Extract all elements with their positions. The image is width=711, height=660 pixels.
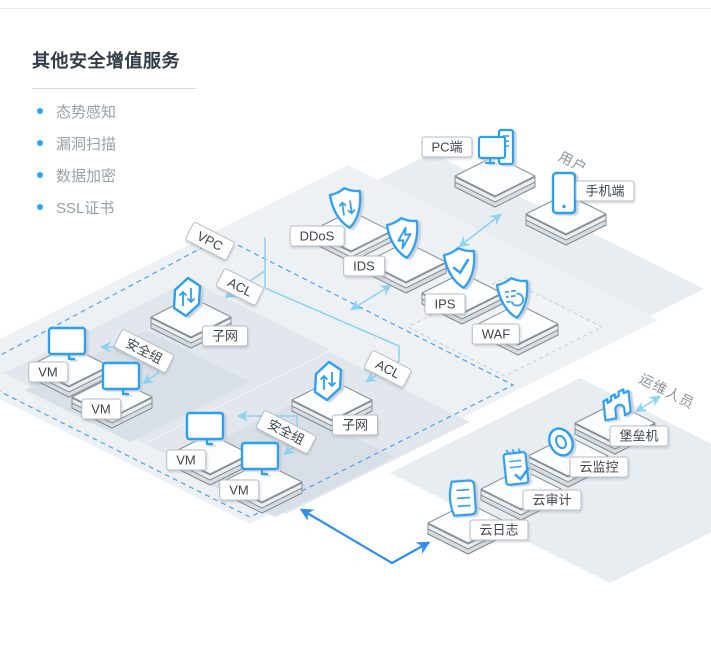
audit-document-icon [502, 448, 530, 486]
page-title: 其他安全增值服务 [32, 51, 180, 71]
node-label-cloud-log: 云日志 [469, 519, 529, 541]
node-label-subnet2: 子网 [331, 414, 379, 436]
node-label-vm4: VM [219, 479, 259, 501]
list-item-label: 漏洞扫描 [56, 135, 117, 153]
shield-check-icon [442, 244, 480, 292]
node-label-cloud-monitor: 云监控 [569, 456, 629, 478]
list-item-label: 数据加密 [56, 167, 117, 185]
log-flow-arrow-left [299, 508, 394, 565]
bullet-icon [37, 172, 43, 178]
ingress-flow-arrow [350, 284, 392, 311]
bullet-icon [37, 108, 43, 114]
node-label-ips: IPS [424, 293, 466, 315]
log-flow-arrow-right [390, 541, 431, 565]
node-label-waf: WAF [471, 323, 521, 345]
node-label-vm1: VM [28, 361, 68, 383]
ring-gauge-icon [548, 427, 574, 457]
list-item-label: SSL证书 [56, 199, 115, 217]
bullet-icon [37, 204, 43, 210]
list-item: 数据加密 [32, 159, 212, 191]
top-divider [0, 8, 711, 9]
monitor-icon [240, 441, 280, 476]
smartphone-icon [551, 171, 577, 215]
title-divider [32, 88, 196, 89]
node-label-pc: PC端 [421, 136, 473, 158]
node-label-bastion: 堡垒机 [609, 425, 669, 447]
shield-arrows-icon [328, 184, 366, 232]
service-list-panel: 其他安全增值服务 态势感知 漏洞扫描 数据加密 SSL证书 [32, 47, 212, 223]
list-item: 漏洞扫描 [32, 127, 212, 159]
monitor-icon [101, 361, 141, 396]
node-label-mobile: 手机端 [575, 180, 635, 202]
node-label-vm3: VM [166, 449, 206, 471]
monitor-icon [185, 411, 225, 446]
node-label-subnet1: 子网 [201, 325, 249, 347]
list-item: SSL证书 [32, 191, 212, 223]
service-list: 态势感知 漏洞扫描 数据加密 SSL证书 [32, 95, 212, 223]
list-item: 态势感知 [32, 95, 212, 127]
ops-access-arrow [635, 395, 661, 413]
shield-lightning-icon [385, 214, 423, 262]
bullet-icon [37, 140, 43, 146]
fortress-icon [602, 388, 632, 422]
shield-wall-icon [495, 274, 533, 322]
node-label-cloud-audit: 云审计 [522, 489, 582, 511]
node-label-ids: IDS [343, 255, 385, 277]
log-document-icon [448, 479, 477, 517]
user-vpc-arrow [458, 213, 502, 248]
node-label-vm2: VM [81, 398, 121, 420]
list-item-label: 态势感知 [56, 103, 117, 121]
vpc-base-plane [0, 165, 658, 524]
acl-connector-line [264, 237, 400, 362]
node-label-ddos: DDoS [289, 225, 345, 247]
desktop-pc-icon [477, 128, 515, 166]
monitor-icon [47, 326, 87, 361]
user-zone-plane [364, 153, 704, 323]
